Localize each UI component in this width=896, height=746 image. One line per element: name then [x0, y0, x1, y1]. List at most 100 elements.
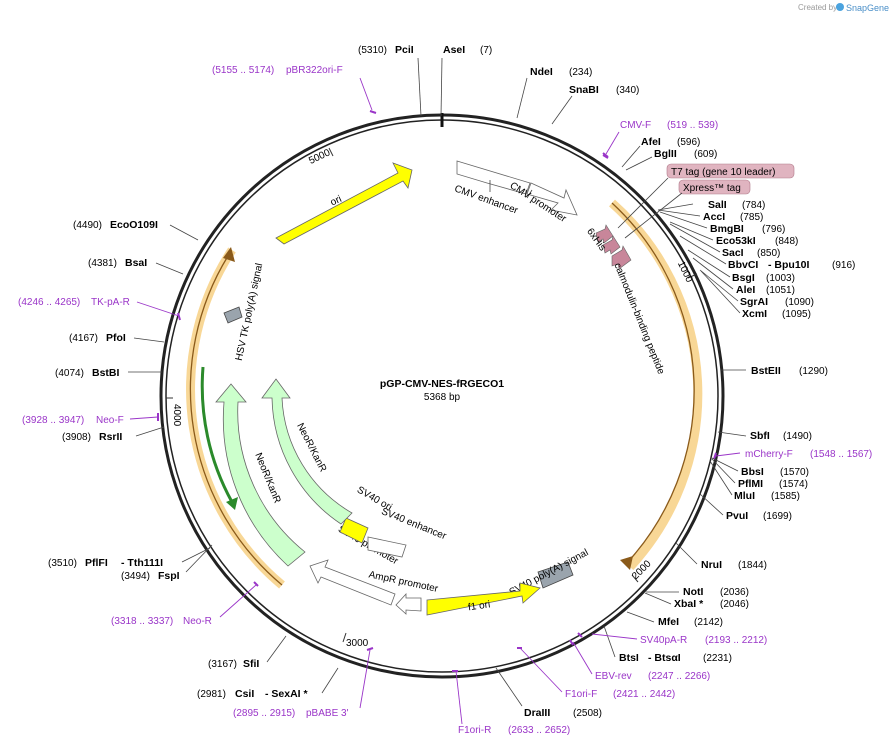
orf-arrow-right-head [620, 556, 633, 570]
primer-range: (4246 .. 4265) [18, 297, 80, 308]
enzyme-pos: (1095) [782, 309, 811, 320]
neo-orf-arrow [200, 366, 234, 503]
created-by-text: Created by [798, 3, 837, 12]
f1-ori-label: f1 ori [467, 599, 491, 613]
scale-tick-label: 4000 [171, 404, 182, 427]
primer-range: (2247 .. 2266) [648, 671, 710, 682]
cmv-promoter-feature [526, 182, 578, 216]
enzyme-name: SbfI [750, 430, 770, 442]
orf-arrow-left [189, 255, 283, 586]
enzyme-name: BstBI [92, 367, 120, 379]
enzyme-name: BsaI [125, 257, 147, 269]
orf-highlight-right [609, 199, 703, 571]
enzyme-name: AccI [703, 211, 725, 223]
primer-name: CMV-F [620, 120, 651, 131]
enzyme-pos: (1570) [780, 467, 809, 478]
primer-range: (2633 .. 2652) [508, 725, 570, 736]
enzyme-pos: (1003) [766, 273, 795, 284]
enzyme-name: RsrII [99, 431, 122, 443]
ori-feature [275, 162, 413, 245]
enzyme-name: BglII [654, 148, 677, 160]
enzyme-pos: (785) [740, 212, 763, 223]
plasmid-size: 5368 bp [424, 392, 461, 403]
enzyme-name: PciI [395, 44, 414, 56]
enzyme-name: XbaI * [674, 598, 704, 610]
enzyme-name: AfeI [641, 136, 661, 148]
enzyme-pos: (796) [762, 224, 785, 235]
primer-name: EBV-rev [595, 671, 632, 682]
enzyme-pos: (4490) [73, 220, 102, 231]
enzyme-pos: (784) [742, 200, 765, 211]
primer-range: (5155 .. 5174) [212, 65, 274, 76]
enzyme-pos: (2981) [197, 689, 226, 700]
enzyme-name: PfoI [106, 332, 126, 344]
primer-name: pBR322ori-F [286, 65, 343, 76]
enzyme-pos: (3167) [208, 659, 237, 670]
enzyme-pos: (1490) [783, 431, 812, 442]
primer-range: (1548 .. 1567) [810, 449, 872, 460]
enzyme-name: CsiI [235, 688, 254, 700]
snapgene-logo: SnapGene [836, 3, 889, 13]
enzyme-pos: (596) [677, 137, 700, 148]
enzyme-pos: (609) [694, 149, 717, 160]
enzyme-pos: (2142) [694, 617, 723, 628]
tag-labels: T7 tag (gene 10 leader) Xpress™ tag [617, 163, 795, 239]
cbp-label: calmodulin-binding peptide [612, 262, 667, 377]
enzyme-name: SalI [708, 199, 727, 211]
scale-tick-label: 1000 [675, 260, 695, 285]
enzyme-pos: (2508) [573, 708, 602, 719]
enzyme-pos: (1699) [763, 511, 792, 522]
enzyme-pos: (3510) [48, 558, 77, 569]
primer-range: (519 .. 539) [667, 120, 718, 131]
enzyme-pos: (1574) [779, 479, 808, 490]
enzyme-pos: (4381) [88, 258, 117, 269]
scale-tick-label: 3000 [346, 638, 369, 649]
tag-label-xpress: Xpress™ tag [683, 183, 741, 194]
sv40-ori-feature [339, 517, 369, 544]
enzyme-name: BbvCI [728, 259, 758, 271]
primer-range: (2895 .. 2915) [233, 708, 295, 719]
enzyme-pos: (850) [757, 248, 780, 259]
enzyme-pos: (2231) [703, 653, 732, 664]
hsv-tk-polya-feature [223, 306, 243, 324]
enzyme-pos: (848) [775, 236, 798, 247]
primer-leaders [129, 77, 741, 725]
enzyme-name: AseI [443, 44, 465, 56]
enzyme-name-secondary: - Bpu10I [768, 259, 810, 271]
enzyme-name: SgrAI [740, 296, 768, 308]
enzyme-name: PvuI [726, 510, 748, 522]
f1-ori-feature [426, 582, 541, 616]
enzyme-name: BsgI [732, 272, 755, 284]
enzyme-name: NdeI [530, 66, 553, 78]
primer-range: (2421 .. 2442) [613, 689, 675, 700]
enzyme-pos: (1290) [799, 366, 828, 377]
enzyme-name: SfiI [243, 658, 259, 670]
primer-name: pBABE 3' [306, 708, 349, 719]
enzyme-leaders [128, 57, 747, 707]
enzyme-name: NruI [701, 559, 722, 571]
enzyme-name: MluI [734, 490, 755, 502]
enzyme-name: Eco53kI [716, 235, 756, 247]
enzyme-name: BstEII [751, 365, 781, 377]
primer-range: (3928 .. 3947) [22, 415, 84, 426]
enzyme-pos: (5310) [358, 45, 387, 56]
scale-tick-label: 5000 [307, 147, 332, 167]
enzyme-pos: (916) [832, 260, 855, 271]
sv40-ori-label: SV40 ori [355, 485, 394, 514]
enzyme-name-secondary: - BtsαI [648, 652, 681, 664]
enzyme-name: XcmI [742, 308, 767, 320]
enzyme-pos: (340) [616, 85, 639, 96]
cmv-enhancer-feature [456, 160, 531, 195]
enzyme-name: DraIII [524, 707, 550, 719]
orf-arrow-left-head [223, 247, 235, 262]
primer-range: (2193 .. 2212) [705, 635, 767, 646]
enzyme-name: NotI [683, 586, 703, 598]
primer-name: F1ori-F [565, 689, 597, 700]
tag-arrow-2 [602, 235, 621, 255]
neor-kanr-feature-outer [215, 383, 306, 567]
enzyme-pos: (2046) [720, 599, 749, 610]
enzyme-name: SnaBI [569, 84, 599, 96]
enzyme-pos: (1844) [738, 560, 767, 571]
enzyme-pos: (1585) [771, 491, 800, 502]
